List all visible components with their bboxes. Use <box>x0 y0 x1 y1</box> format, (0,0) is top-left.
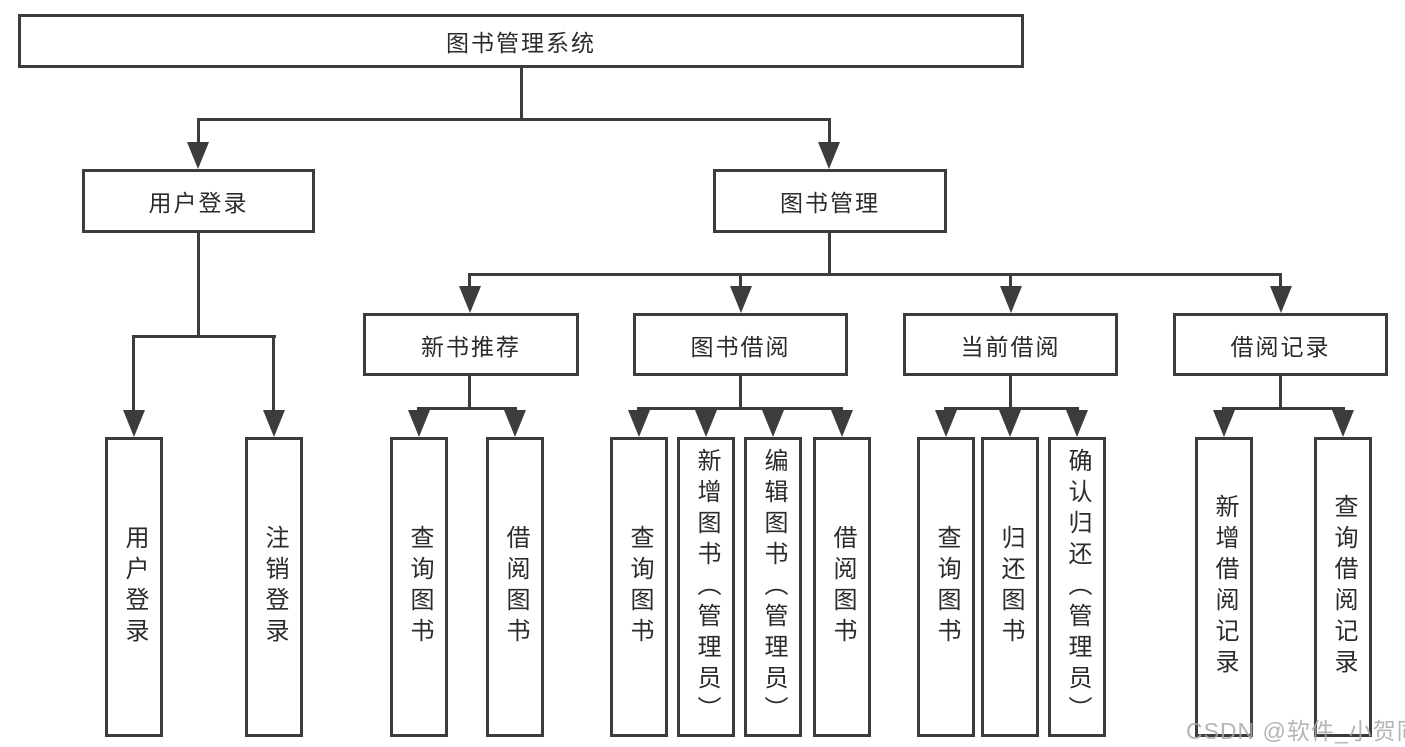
arrowhead-icon <box>187 142 209 169</box>
arrowhead-icon <box>1270 286 1292 313</box>
leaf-label: 归还图书 <box>997 525 1024 649</box>
connector-newbook-stem <box>468 376 471 407</box>
leaf-label: 确认归还（管理员） <box>1064 447 1091 727</box>
node-book-management: 图书管理 <box>713 169 947 233</box>
node-borrowing-records: 借阅记录 <box>1173 313 1388 376</box>
connector-level3-rail <box>468 273 1282 276</box>
arrowhead-icon <box>1332 410 1354 437</box>
connector-current-rail <box>944 407 1079 410</box>
leaf-add-borrow-record: 新增借阅记录 <box>1195 437 1253 737</box>
arrowhead-icon <box>935 410 957 437</box>
arrowhead-icon <box>1066 410 1088 437</box>
arrowhead-icon <box>695 410 717 437</box>
csdn-watermark: CSDN @软件_小贺同学 <box>1186 718 1405 744</box>
leaf-query-borrow-record: 查询借阅记录 <box>1314 437 1372 737</box>
arrowhead-icon <box>123 410 145 437</box>
connector-stem <box>828 118 831 143</box>
leaf-label: 新增借阅记录 <box>1211 494 1238 680</box>
leaf-borrow-books-nb: 借阅图书 <box>486 437 544 737</box>
leaf-return-books: 归还图书 <box>981 437 1039 737</box>
connector-borrowing-stem <box>739 376 742 407</box>
node-new-book-recommend: 新书推荐 <box>363 313 579 376</box>
leaf-logout: 注销登录 <box>245 437 303 737</box>
arrowhead-icon <box>408 410 430 437</box>
leaf-label: 查询图书 <box>626 525 653 649</box>
connector-records-stem <box>1279 376 1282 407</box>
leaf-query-books-bb: 查询图书 <box>610 437 668 737</box>
connector-newbook-rail <box>417 407 517 410</box>
connector-level2-rail <box>197 118 831 121</box>
leaf-label: 查询借阅记录 <box>1330 494 1357 680</box>
leaf-label: 借阅图书 <box>829 525 856 649</box>
leaf-label: 注销登录 <box>261 525 288 649</box>
arrowhead-icon <box>818 142 840 169</box>
arrowhead-icon <box>263 410 285 437</box>
leaf-label: 借阅图书 <box>502 525 529 649</box>
arrowhead-icon <box>1000 286 1022 313</box>
arrowhead-icon <box>1213 410 1235 437</box>
arrowhead-icon <box>762 410 784 437</box>
node-root-book-management-system: 图书管理系统 <box>18 14 1024 68</box>
arrowhead-icon <box>628 410 650 437</box>
arrowhead-icon <box>831 410 853 437</box>
leaf-user-login: 用户登录 <box>105 437 163 737</box>
node-user-login: 用户登录 <box>82 169 315 233</box>
leaf-confirm-return-admin: 确认归还（管理员） <box>1048 437 1106 737</box>
node-book-borrowing: 图书借阅 <box>633 313 848 376</box>
leaf-query-books-nb: 查询图书 <box>390 437 448 737</box>
connector-stem <box>272 335 275 411</box>
connector-stem <box>1279 273 1282 287</box>
connector-stem <box>739 273 742 287</box>
connector-current-stem <box>1009 376 1012 407</box>
arrowhead-icon <box>999 410 1021 437</box>
leaf-label: 查询图书 <box>406 525 433 649</box>
leaf-add-books-admin: 新增图书（管理员） <box>677 437 735 737</box>
arrowhead-icon <box>730 286 752 313</box>
connector-stem <box>1009 273 1012 287</box>
connector-records-rail <box>1222 407 1345 410</box>
leaf-label: 用户登录 <box>121 525 148 649</box>
node-current-borrowing: 当前借阅 <box>903 313 1118 376</box>
arrowhead-icon <box>504 410 526 437</box>
leaf-edit-books-admin: 编辑图书（管理员） <box>744 437 802 737</box>
connector-stem <box>132 335 135 411</box>
connector-userlogin-stem <box>197 233 200 335</box>
leaf-label: 新增图书（管理员） <box>693 447 720 727</box>
connector-stem <box>468 273 471 287</box>
leaf-borrow-books-bb: 借阅图书 <box>813 437 871 737</box>
leaf-label: 查询图书 <box>933 525 960 649</box>
connector-root-stem <box>520 68 523 118</box>
connector-stem <box>197 118 200 143</box>
arrowhead-icon <box>459 286 481 313</box>
connector-borrowing-rail <box>637 407 843 410</box>
leaf-query-books-cb: 查询图书 <box>917 437 975 737</box>
connector-userlogin-rail <box>132 335 276 338</box>
leaf-label: 编辑图书（管理员） <box>760 447 787 727</box>
connector-bookmgmt-stem <box>828 233 831 273</box>
